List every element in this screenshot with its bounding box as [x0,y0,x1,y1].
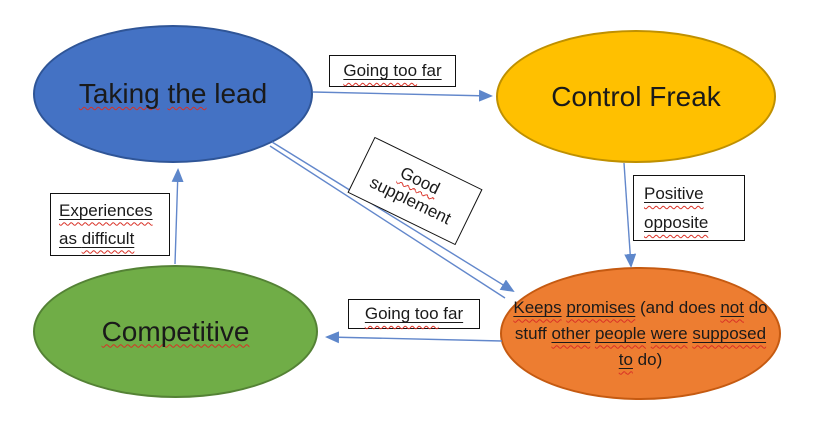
arrow-positive-opposite [623,162,637,268]
edge-label-going-too-far-top: Going too far [329,55,456,87]
arrow-experiences-as-difficult [171,168,184,265]
node-ellipse-taking-the-lead: Taking the lead [33,25,313,163]
node-ellipse-keeps-promises: Keeps promises (and does not do stuff ot… [500,267,781,400]
node-ellipse-competitive: Competitive [33,265,318,398]
node-ellipse-control-freak: Control Freak [496,30,776,163]
node-label-keeps-promises: Keeps promises (and does not do stuff ot… [513,297,768,369]
node-label-taking-the-lead: Taking the lead [78,78,268,110]
node-label-control-freak: Control Freak [551,80,721,112]
arrow-going-too-far-top [312,89,493,102]
node-label-competitive: Competitive [101,315,250,347]
arrow-good-supplement [271,141,515,293]
edge-label-going-too-far-bottom: Going too far [348,299,480,329]
arrow-good-supplement-second-line [269,145,506,299]
arrow-going-too-far-bottom [325,331,503,344]
